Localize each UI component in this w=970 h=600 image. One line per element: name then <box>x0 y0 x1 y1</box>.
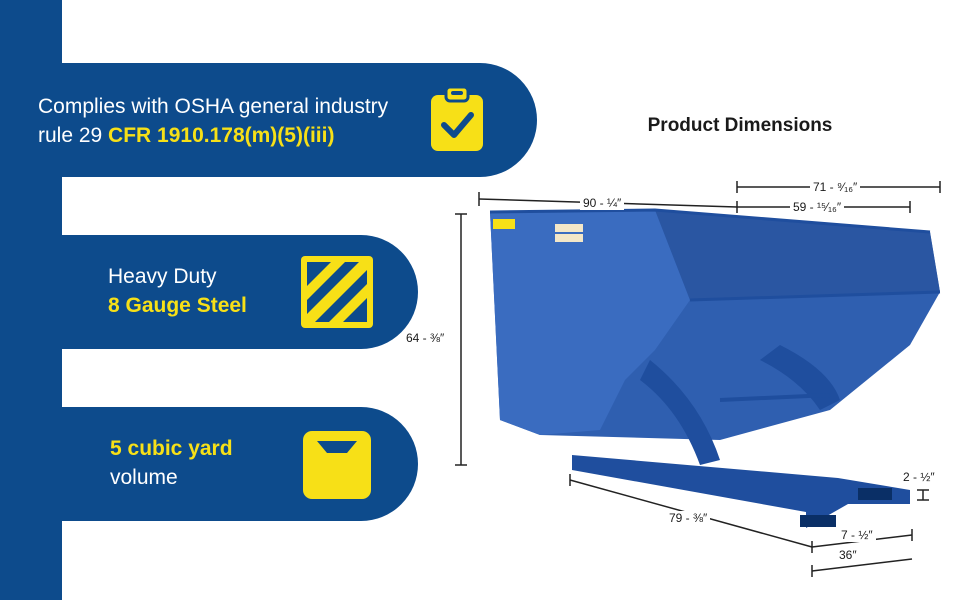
hopper-base <box>572 455 910 528</box>
hopper-opening <box>655 210 940 300</box>
dim-top-depth: 71 - ⁹⁄₁₆″ <box>810 180 861 194</box>
feature-volume-text: 5 cubic yard volume <box>110 434 233 492</box>
warning-label-1 <box>555 224 583 232</box>
feature-volume-line1: 5 cubic yard <box>110 437 233 460</box>
fork-pocket-left <box>800 515 836 527</box>
diagonal-stripes-icon <box>301 256 373 328</box>
feature-steel-text: Heavy Duty 8 Gauge Steel <box>108 262 247 320</box>
dim-base-length: 79 - ⅜″ <box>666 511 711 525</box>
dim-height: 64 - ⅜″ <box>403 331 448 345</box>
cradle-left <box>640 360 720 465</box>
dim-fork-pocket-height: 2 - ½″ <box>900 470 938 484</box>
osha-rule-code: CFR 1910.178(m)(5)(iii) <box>108 124 335 147</box>
warning-label-2 <box>555 234 583 242</box>
dim-fork-pocket-width: 7 - ½″ <box>838 528 876 542</box>
feature-osha-line1: Complies with OSHA general industry <box>38 95 389 118</box>
feature-osha-line2: rule 29 CFR 1910.178(m)(5)(iii) <box>38 124 335 147</box>
dim-base-width: 36″ <box>836 548 860 562</box>
diagram-title: Product Dimensions <box>647 115 833 136</box>
dim-inner-depth: 59 - ¹⁵⁄₁₆″ <box>790 200 845 214</box>
fork-pocket-right <box>858 488 892 500</box>
feature-steel-line2: 8 Gauge Steel <box>108 294 247 317</box>
feature-steel-line1: Heavy Duty <box>108 265 217 288</box>
feature-osha-text: Complies with OSHA general industry rule… <box>38 92 388 150</box>
dim-overall-width: 90 - ¼″ <box>580 196 625 210</box>
cube-container-icon <box>303 431 371 499</box>
hopper-front-face <box>490 210 690 435</box>
feature-volume-line2: volume <box>110 466 178 489</box>
brand-decal <box>493 219 515 229</box>
clipboard-check-icon <box>431 85 483 151</box>
